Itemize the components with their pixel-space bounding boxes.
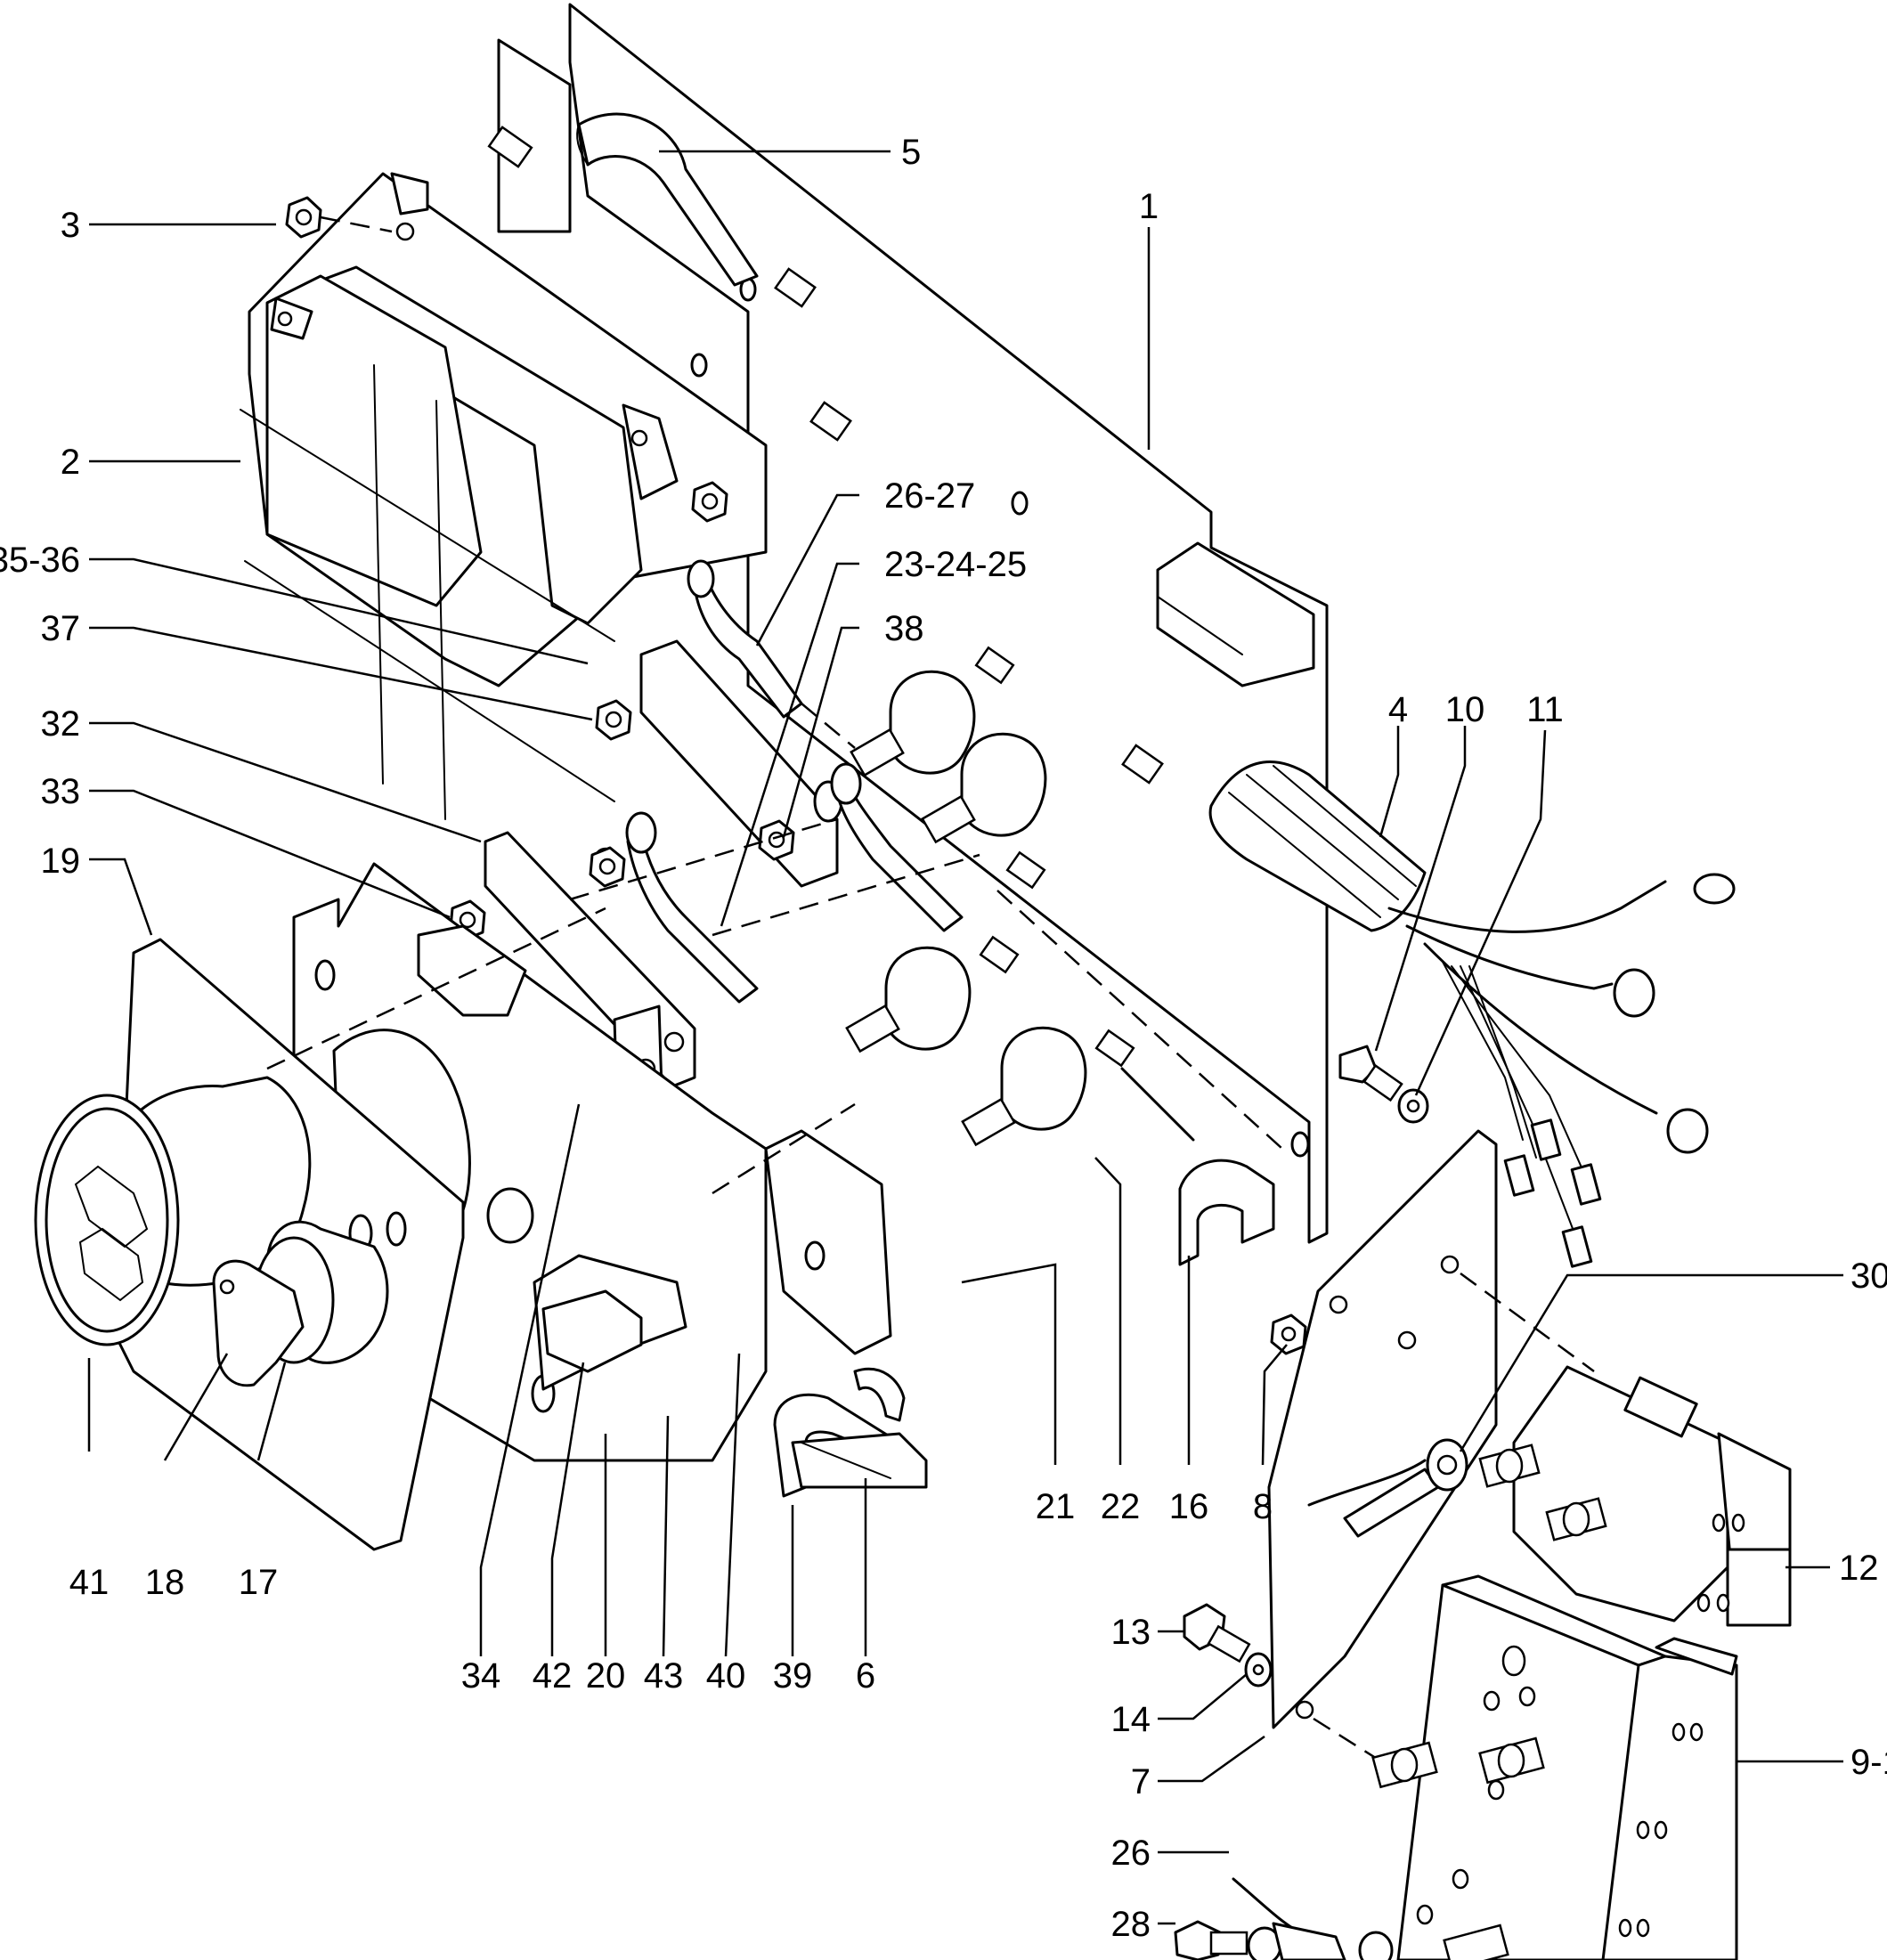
cable-tie-top <box>576 112 759 287</box>
callout-9-1: 9-1 <box>1850 1743 1887 1782</box>
callout-4: 4 <box>1388 690 1408 729</box>
bolt-10-washer-11 <box>1338 1045 1429 1124</box>
bolt-28-cable-26 <box>1174 1877 1394 1960</box>
callout-14: 14 <box>1111 1700 1151 1739</box>
callout-37: 37 <box>41 609 81 648</box>
callout-26-27: 26-27 <box>884 476 975 516</box>
callout-5: 5 <box>901 133 921 172</box>
callout-10: 10 <box>1445 690 1485 729</box>
callout-7: 7 <box>1131 1762 1151 1801</box>
callout-30: 30 <box>1850 1257 1887 1296</box>
callout-20: 20 <box>586 1656 626 1696</box>
cable-clip-16 <box>996 890 1283 1266</box>
callout-12: 12 <box>1839 1549 1879 1588</box>
callout-33: 33 <box>41 772 81 811</box>
relay-12 <box>1307 1365 1792 1627</box>
callout-26: 26 <box>1111 1834 1151 1873</box>
callout-2: 2 <box>61 443 80 482</box>
callout-16: 16 <box>1169 1487 1209 1526</box>
callout-13: 13 <box>1111 1613 1151 1652</box>
callout-17: 17 <box>239 1563 279 1602</box>
callout-22: 22 <box>1101 1487 1141 1526</box>
callout-8: 8 <box>1253 1487 1273 1526</box>
callout-41: 41 <box>69 1563 110 1602</box>
callout-28: 28 <box>1111 1905 1151 1944</box>
callout-19: 19 <box>41 842 81 881</box>
leader-lines <box>87 150 1843 1925</box>
wire-harness <box>1208 760 1736 1268</box>
callout-38: 38 <box>884 609 924 648</box>
callout-3: 3 <box>61 206 80 245</box>
callout-35-36: 35-36 <box>0 541 80 580</box>
callout-labels: 1 2 3 4 5 6 7 8 9-1 10 11 12 13 14 16 17… <box>0 133 1887 1944</box>
callout-11: 11 <box>1526 690 1564 729</box>
callout-39: 39 <box>773 1656 813 1696</box>
hex-nut-3 <box>285 196 393 239</box>
callout-43: 43 <box>644 1656 684 1696</box>
switch-assembly <box>266 907 928 1498</box>
callout-23-24-25: 23-24-25 <box>884 545 1027 584</box>
plate-studs <box>487 126 1164 1068</box>
relay-plate-7 <box>1267 1129 1595 1774</box>
bar-nuts <box>449 481 1307 1355</box>
callout-40: 40 <box>706 1656 746 1696</box>
bolt-13-washer-14 <box>1183 1603 1273 1688</box>
callout-6: 6 <box>856 1656 875 1696</box>
callout-21: 21 <box>1036 1487 1076 1526</box>
callout-32: 32 <box>41 704 81 744</box>
controller-box <box>240 172 768 820</box>
callout-34: 34 <box>461 1656 501 1696</box>
callout-18: 18 <box>145 1563 185 1602</box>
relay-9 <box>1371 1574 1738 1960</box>
mounting-plate <box>497 3 1329 1244</box>
callout-1: 1 <box>1139 187 1159 226</box>
terminal-caps <box>845 670 1087 1147</box>
power-cables <box>569 559 980 1004</box>
callout-42: 42 <box>533 1656 573 1696</box>
